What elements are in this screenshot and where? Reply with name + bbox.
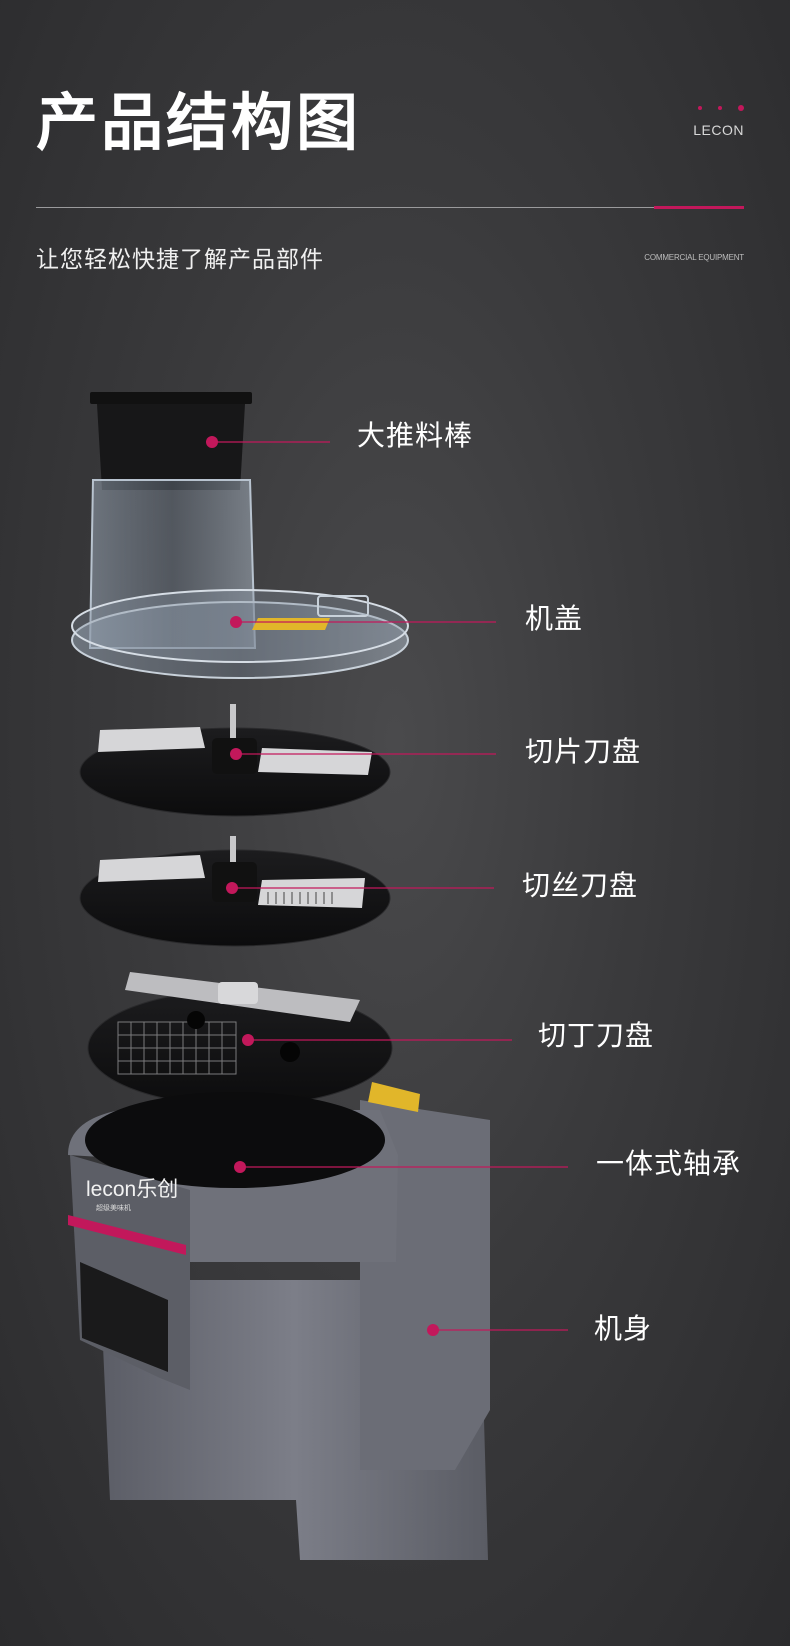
callout-lines (206, 436, 568, 1336)
slicing-disc-part (79, 704, 391, 817)
machine-body-part: lecon乐创 超级美味机 (68, 1082, 490, 1560)
label-body: 机身 (594, 1312, 653, 1345)
brand-logo-subtext: 超级美味机 (96, 1203, 131, 1212)
callout-dot-pusher (206, 436, 218, 448)
header-divider (36, 207, 744, 208)
label-bearing: 一体式轴承 (596, 1147, 742, 1180)
callout-dot-lid (230, 616, 242, 628)
label-slicing-disc: 切片刀盘 (525, 735, 642, 768)
brand-name: LECON (693, 122, 744, 138)
shredding-disc-part (79, 836, 391, 947)
label-dicing-disc: 切丁刀盘 (538, 1019, 655, 1052)
dicing-disc-part (87, 972, 393, 1107)
lid-part (71, 589, 409, 679)
callout-dot-bearing (234, 1161, 246, 1173)
tagline: COMMERCIAL EQUIPMENT (644, 253, 744, 262)
callout-dot-slicing (230, 748, 242, 760)
callout-dot-dicing (242, 1034, 254, 1046)
callout-dot-shredding (226, 882, 238, 894)
label-pusher: 大推料棒 (357, 419, 474, 452)
callout-dot-body (427, 1324, 439, 1336)
page-subtitle: 让您轻松快捷了解产品部件 (36, 247, 324, 273)
label-lid: 机盖 (525, 602, 584, 635)
page-title: 产品结构图 (36, 86, 362, 159)
brand-dots (698, 105, 744, 111)
header-divider-accent (654, 206, 744, 209)
label-shredding-disc: 切丝刀盘 (522, 869, 639, 902)
brand-logo: lecon乐创 (86, 1178, 178, 1201)
